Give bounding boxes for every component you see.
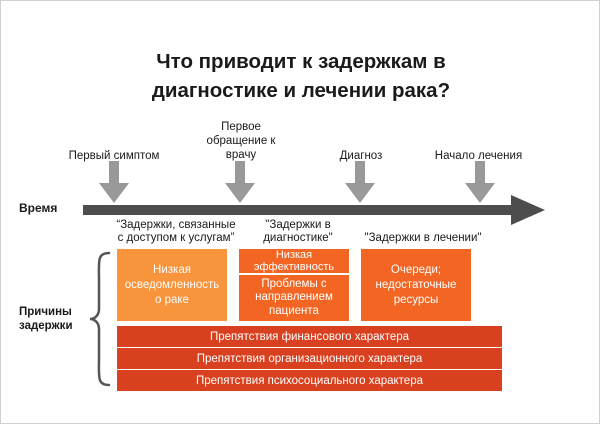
time-label: Время — [19, 201, 58, 215]
milestone-first-visit: Первое обращение к врачу — [206, 121, 276, 161]
phase-treatment-delays: "Задержки в лечении" — [364, 232, 482, 244]
causes-brace — [89, 251, 111, 387]
milestone-arrow-3 — [345, 161, 375, 203]
title-line-1: Что приводит к задержкам в — [156, 50, 446, 73]
title-line-2: диагностике и лечении рака? — [151, 79, 451, 102]
bar-financial-barriers: Препятствия финансового характера — [117, 326, 502, 347]
milestone-arrow-1 — [99, 161, 129, 203]
box-low-awareness: Низкая осведомленность о раке — [117, 249, 227, 321]
causes-label: Причины задержки — [19, 306, 73, 332]
milestone-first-symptom: Первый симптом — [68, 150, 160, 162]
page-title: Что приводит к задержкам в диагностике и… — [61, 47, 541, 105]
milestone-diagnosis: Диагноз — [339, 150, 383, 162]
phase-diagnosis-delays: "Задержки в диагностике" — [263, 219, 333, 244]
timeline-arrow — [83, 195, 545, 225]
milestone-treatment-start: Начало лечения — [434, 150, 523, 162]
box-low-efficiency: Низкая эффективность — [239, 249, 349, 273]
milestone-arrow-2 — [225, 161, 255, 203]
bar-organizational-barriers: Препятствия организационного характера — [117, 348, 502, 369]
phase-access-delays: “Задержки, связанные с доступом к услуга… — [116, 219, 236, 244]
box-referral-problems: Проблемы с направлением пациента — [239, 275, 349, 321]
bar-psychosocial-barriers: Препятствия психосоциального характера — [117, 370, 502, 391]
milestone-arrow-4 — [465, 161, 495, 203]
box-queues-resources: Очереди; недостаточные ресурсы — [361, 249, 471, 321]
